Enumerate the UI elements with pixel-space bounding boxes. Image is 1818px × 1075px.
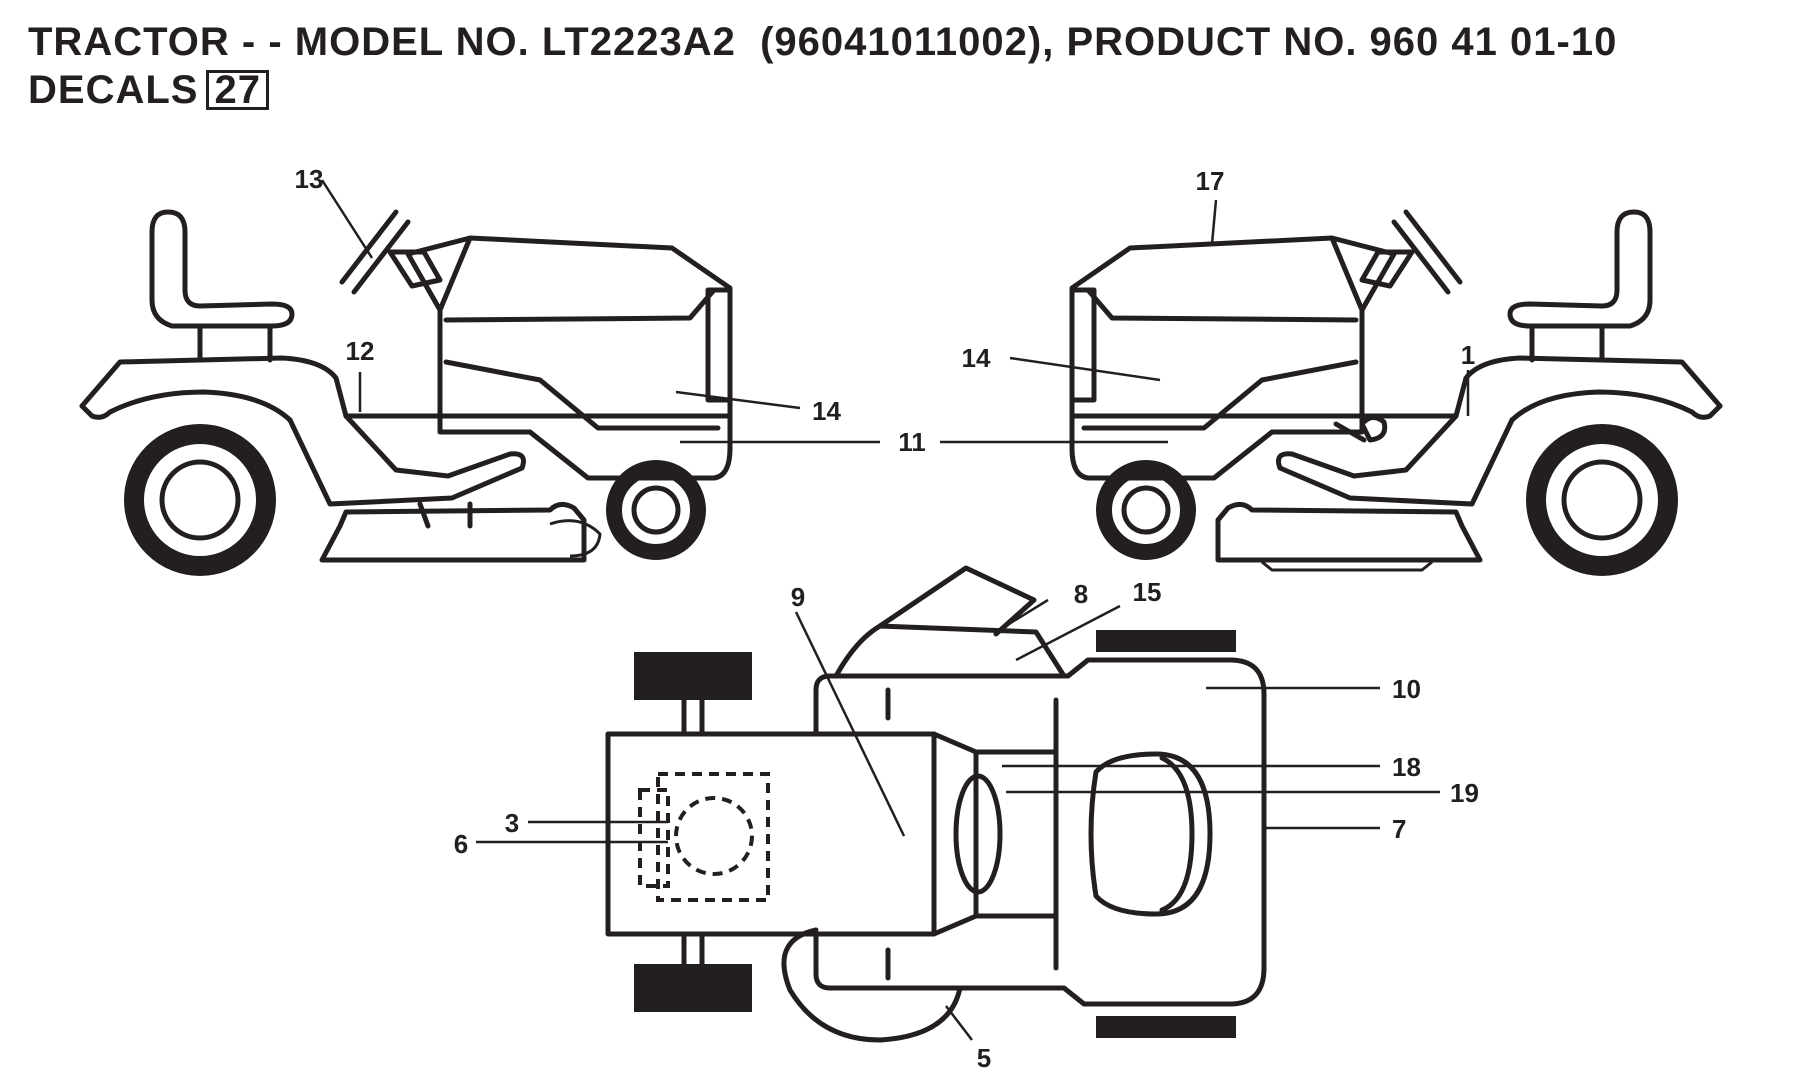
callout-6: 6 [454, 829, 468, 859]
section-number-box: 27 [206, 70, 269, 110]
leader-lines [320, 179, 1470, 1041]
section-label: DECALS [28, 68, 199, 112]
callout-labels: 13 12 14 11 14 17 1 9 8 15 10 18 19 7 3 … [295, 164, 1479, 1073]
callout-11: 11 [898, 427, 926, 457]
callout-8: 8 [1074, 579, 1088, 609]
callout-17: 17 [1196, 166, 1225, 196]
callout-14-left: 14 [812, 396, 841, 426]
callout-12: 12 [346, 336, 375, 366]
rear-tire-top [1096, 630, 1236, 652]
callout-18: 18 [1392, 752, 1421, 782]
callout-9: 9 [791, 582, 805, 612]
tractor-right-side-view [1069, 209, 1723, 576]
callout-14-right: 14 [962, 343, 991, 373]
front-tire-top [634, 652, 752, 700]
callout-5: 5 [977, 1043, 991, 1073]
callout-15: 15 [1133, 577, 1162, 607]
diagram-title: TRACTOR - - MODEL NO. LT2223A2 (96041011… [28, 20, 1618, 64]
callout-3: 3 [505, 808, 519, 838]
callout-7: 7 [1392, 814, 1406, 844]
tractor-top-view [605, 565, 1267, 1043]
callout-19: 19 [1450, 778, 1479, 808]
callout-1: 1 [1461, 340, 1475, 370]
callout-10: 10 [1392, 674, 1421, 704]
rear-tire-bottom [1096, 1016, 1236, 1038]
front-tire-bottom [634, 964, 752, 1012]
tractor-left-side-view [79, 209, 733, 576]
callout-13: 13 [295, 164, 324, 194]
